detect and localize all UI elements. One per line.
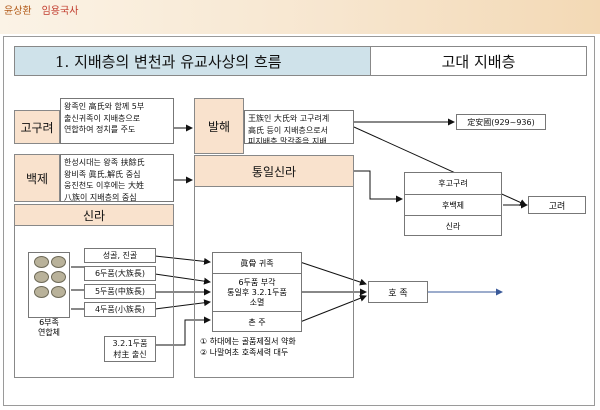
later-goguryeo: 후고구려 (405, 173, 501, 195)
arrow-unified-to-later (354, 170, 403, 203)
stratum-truebone-nobles: 眞骨 귀족 (213, 253, 301, 274)
goryeo-box: 고려 (528, 196, 586, 214)
arrow-chief-to-hojok (299, 294, 367, 323)
goguryeo-label: 고구려 (14, 110, 60, 144)
six-tribes-label: 6부족 연합체 (37, 318, 61, 337)
baekje-label: 백제 (14, 154, 60, 202)
dinganguk-box: 定安國(929~936) (456, 114, 546, 130)
tribe-marker (51, 286, 66, 298)
arrow-nobles-to-hojok (299, 261, 367, 286)
hojok-box: 호 족 (368, 281, 428, 303)
tribe-marker (51, 271, 66, 283)
baekje-description: 한성시대는 왕족 扶餘氏 왕비족 眞氏,解氏 중심 웅진천도 이후에는 大姓 八… (60, 154, 174, 202)
later-three-kingdoms: 후고구려 후백제 신라 (404, 172, 502, 236)
arrow-truebone-to-nobles (154, 255, 211, 265)
tribe-marker (34, 256, 49, 268)
rank-4th-head: 4두품(小族長) (84, 302, 156, 317)
balhae-label: 발해 (194, 98, 244, 154)
arrow-village-to-chief (155, 316, 211, 346)
tribe-marker (34, 271, 49, 283)
balhae-description: 王族인 大氏와 고구려계 高氏 등이 지배층으로서 피지배층 말갈족을 지배 (244, 110, 354, 144)
goguryeo-description: 왕족인 高氏와 함께 5부 출신귀족이 지배층으로 연합하여 정치를 주도 (60, 98, 174, 144)
note-bone-rank-decline: ① 하대에는 골품제질서 약화 (200, 337, 296, 346)
rank-5th-head: 5두품(中族長) (84, 284, 156, 299)
unified-silla-notes: ① 하대에는 골품제질서 약화 ② 나말여초 호족세력 대두 (200, 336, 352, 358)
unified-silla-strata: 眞骨 귀족 6두품 부각 통일후 3.2.1두품 소멸 촌 주 (212, 252, 302, 332)
later-silla: 신라 (445, 222, 461, 231)
page-subtitle: 고대 지배층 (371, 46, 587, 76)
later-baekje: 후백제 (405, 195, 501, 216)
silla-panel (14, 226, 174, 378)
rank-6th-head: 6두품(大族長) (84, 266, 156, 281)
silla-label: 신라 (14, 204, 174, 226)
tribe-marker (34, 286, 49, 298)
note-hojok-rise: ② 나말여초 호족세력 대두 (200, 348, 289, 357)
village-chief-origin: 3.2.1두품 村主 출신 (104, 336, 156, 362)
rank-truebone: 성골, 진골 (84, 248, 156, 263)
stratum-village-chief: 촌 주 (248, 318, 266, 327)
six-tribes-group (28, 252, 70, 318)
tribe-marker (51, 256, 66, 268)
unified-silla-label: 통일신라 (194, 155, 354, 187)
header-band (0, 0, 600, 34)
stratum-6th-head: 6두품 부각 통일후 3.2.1두품 소멸 (213, 274, 301, 312)
arrow-4th-to-strata (154, 299, 211, 310)
page-title: 1. 지배층의 변천과 유교사상의 흐름 (14, 46, 371, 76)
unified-silla-panel (194, 187, 354, 378)
arrow-6th-to-strata (154, 273, 211, 285)
link-group-to-ranks (71, 266, 84, 310)
